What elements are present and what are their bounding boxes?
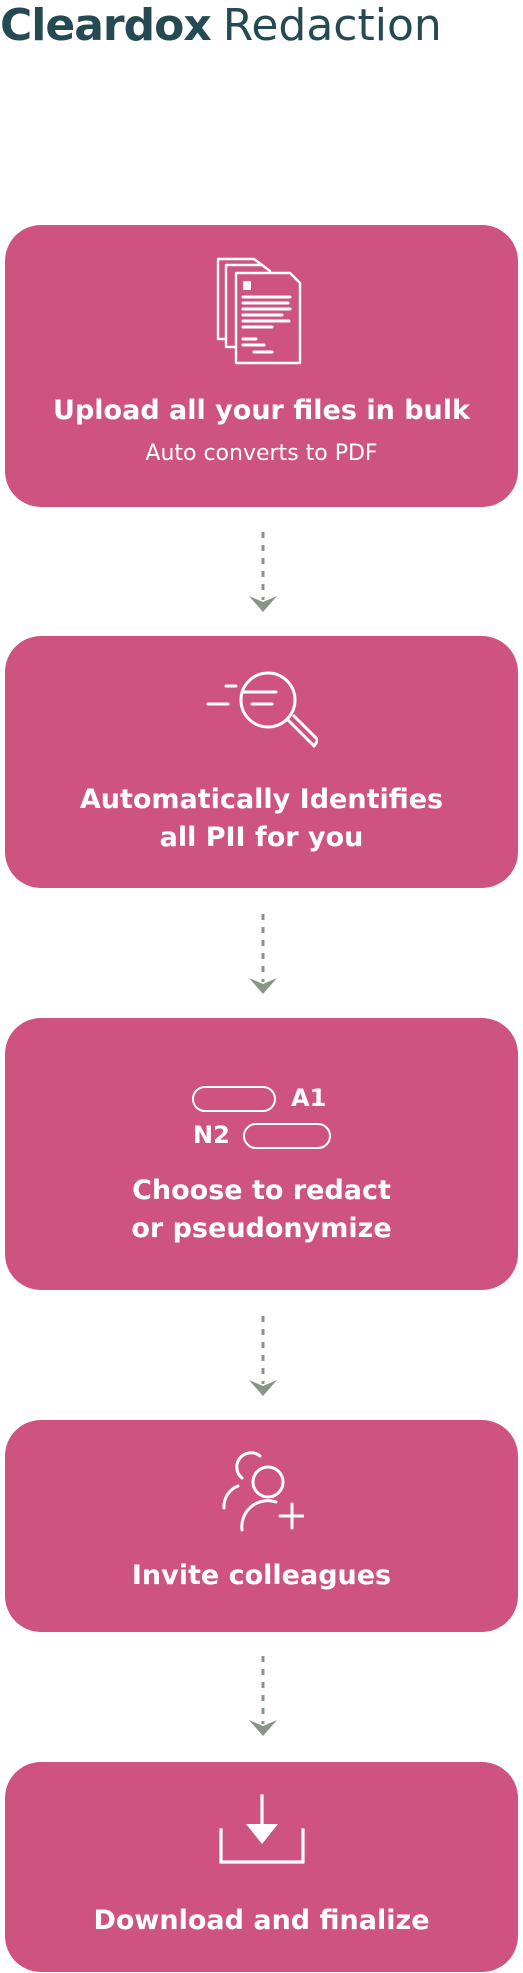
down-arrow-icon [249, 914, 277, 994]
step-title: Invite colleagues [131, 1560, 392, 1591]
flow-connector [246, 1314, 280, 1402]
label-n2: N2 [193, 1121, 230, 1149]
step-title-line2: or pseudonymize [131, 1213, 392, 1244]
step-card-redact: A1 N2 Choose to redact or pseudonymize [5, 1018, 518, 1290]
step-card-download: Download and finalize [5, 1762, 518, 1972]
flow-connector [246, 1654, 280, 1742]
download-tray-icon [5, 1794, 518, 1866]
down-arrow-icon [249, 1656, 277, 1736]
search-magnifier-icon [5, 666, 518, 752]
step-card-identify: Automatically Identifies all PII for you [5, 636, 518, 888]
redaction-labels-icon: A1 N2 [5, 1066, 518, 1149]
flow-connector [246, 912, 280, 1000]
step-title-line2: all PII for you [159, 822, 364, 853]
step-title: Upload all your files in bulk [53, 395, 470, 426]
down-arrow-icon [249, 1316, 277, 1396]
step-card-upload: Upload all your files in bulk Auto conve… [5, 225, 518, 507]
step-card-invite: Invite colleagues [5, 1420, 518, 1632]
step-subtitle: Auto converts to PDF [145, 441, 378, 466]
redaction-bar [192, 1086, 276, 1112]
product-name: Redaction [222, 0, 442, 51]
step-title-line1: Choose to redact [132, 1175, 391, 1206]
documents-stack-icon [5, 255, 518, 367]
invite-users-icon [5, 1446, 518, 1532]
redaction-bar [243, 1123, 331, 1149]
step-title-line1: Automatically Identifies [79, 784, 444, 815]
step-title: Download and finalize [93, 1905, 430, 1936]
label-a1: A1 [291, 1084, 327, 1112]
brand-name: Cleardox [0, 0, 212, 51]
down-arrow-icon [249, 532, 277, 612]
app-logo: Cleardox Redaction [0, 0, 442, 52]
flow-connector [246, 530, 280, 618]
